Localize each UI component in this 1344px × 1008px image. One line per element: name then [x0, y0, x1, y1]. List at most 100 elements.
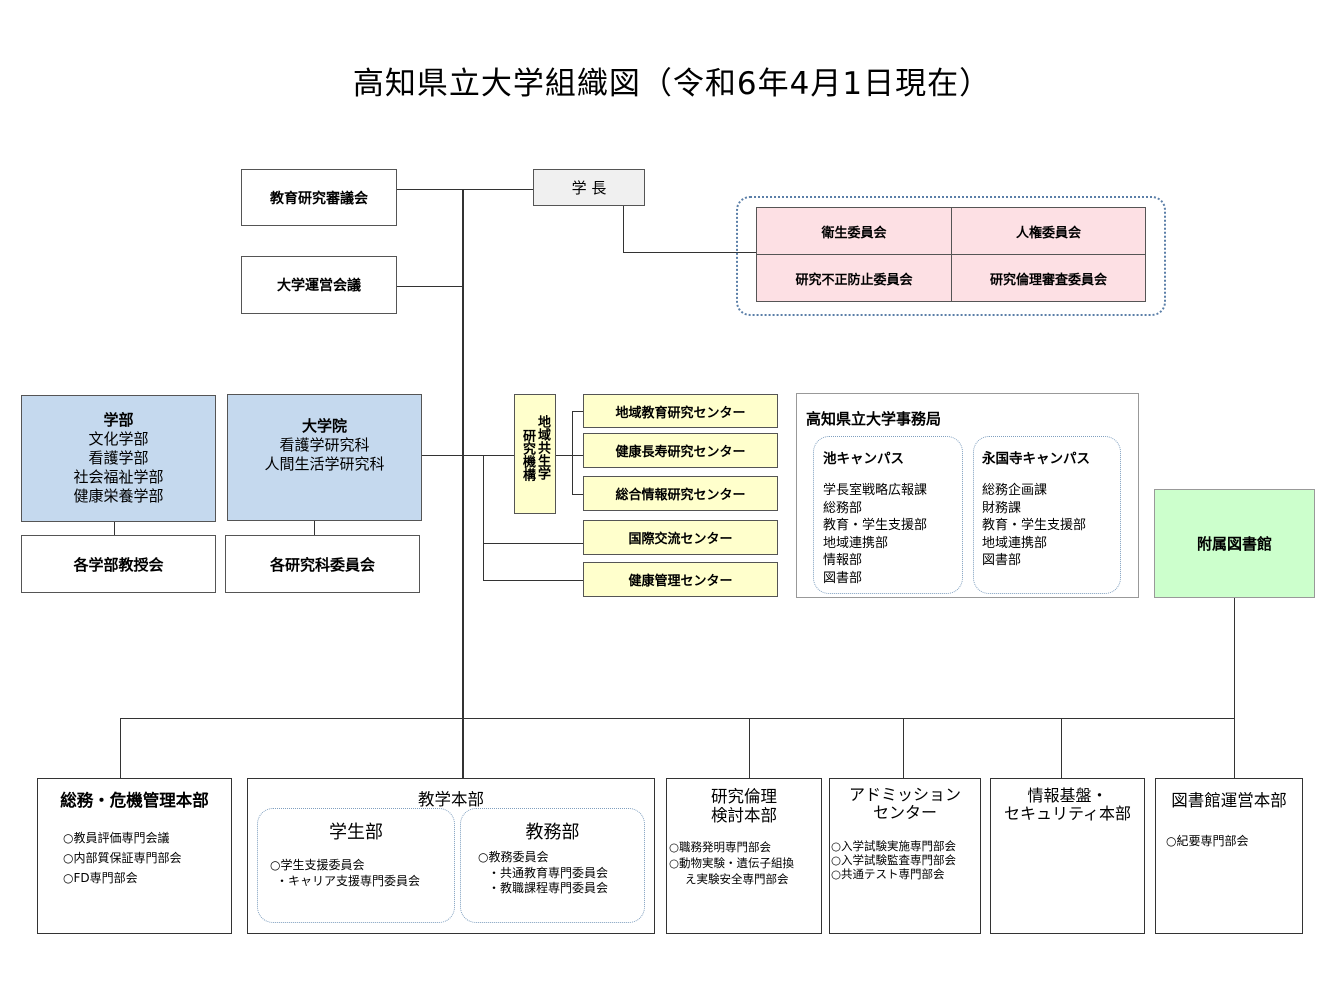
- page-title: 高知県立大学組織図（令和6年4月1日現在）: [352, 66, 992, 102]
- ike-campus-item: 図書部: [823, 570, 863, 586]
- connector-line: [749, 718, 750, 779]
- eikokuji-campus-item: 総務企画課: [982, 483, 1048, 498]
- faculty-council-label: 各学部教授会: [73, 555, 164, 574]
- human-rights-committee-label: 人権委員会: [1015, 225, 1081, 241]
- academic-affairs-title: 教務部: [525, 822, 580, 843]
- information-center-box: 総合情報研究センター: [583, 476, 778, 511]
- ike-campus-item: 総務部: [823, 500, 863, 516]
- admission-center-title: アドミッション センター: [829, 786, 981, 822]
- connector-line: [623, 252, 757, 253]
- ike-campus-title: 池キャンパス: [823, 451, 904, 467]
- office-title: 高知県立大学事務局: [806, 410, 942, 428]
- student-dept-title: 学生部: [329, 822, 383, 843]
- graduate-council-box: 各研究科委員会: [225, 535, 420, 593]
- graduate-box: 大学院 看護学研究科 人間生活学研究科: [227, 394, 422, 521]
- info-security-hq-title: 情報基盤・ セキュリティ本部: [990, 787, 1145, 823]
- eikokuji-campus-item: 地域連携部: [982, 535, 1048, 551]
- ethics-hq-item: ○動物実験・遺伝子組換: [669, 856, 795, 870]
- ike-campus-item: 情報部: [823, 553, 863, 568]
- ike-campus-item: 教育・学生支援部: [823, 518, 928, 533]
- academic-affairs-item: ・教職課程専門委員会: [488, 881, 609, 895]
- connector-line: [1234, 598, 1235, 779]
- graduate-header: 大学院: [301, 417, 347, 435]
- info-security-hq-title-line: 情報基盤・: [1027, 786, 1108, 805]
- academic-affairs-item: ・共通教育専門委員会: [488, 865, 609, 880]
- student-dept-group: [257, 808, 455, 923]
- academic-affairs-item: ○教務委員会: [478, 850, 549, 864]
- connector-line: [903, 718, 904, 779]
- longevity-center-box: 健康長寿研究センター: [583, 433, 778, 468]
- connector-line: [623, 206, 624, 253]
- connector-line: [396, 189, 534, 190]
- admission-center-item: ○入学試験監査専門部会: [831, 853, 957, 867]
- admission-center-item: ○入学試験実施専門部会: [831, 839, 957, 853]
- eikokuji-campus-list: 総務企画課 財務課 教育・学生支援部 地域連携部 図書部: [982, 482, 1086, 570]
- info-security-hq-box: [990, 778, 1145, 934]
- connector-line: [462, 190, 464, 778]
- student-dept-item: ○学生支援委員会: [270, 858, 365, 872]
- library-hq-title: 図書館運営本部: [1171, 791, 1287, 810]
- faculty-item: 看護学部: [88, 449, 149, 467]
- connector-line: [483, 455, 484, 581]
- library-box: 附属図書館: [1154, 489, 1315, 598]
- connector-line: [572, 411, 573, 495]
- eikokuji-campus-item: 図書部: [982, 553, 1022, 568]
- regional-education-center-box: 地域教育研究センター: [583, 394, 778, 428]
- eikokuji-campus-group: [973, 436, 1121, 594]
- ike-campus-item: 地域連携部: [823, 535, 889, 551]
- general-hq-title: 総務・危機管理本部: [60, 791, 209, 810]
- faculty-item: 社会福祉学部: [73, 468, 164, 486]
- academic-hq-title: 教学本部: [418, 790, 484, 809]
- research-org-label-1: 地域共生学: [535, 415, 550, 480]
- eikokuji-campus-title: 永国寺キャンパス: [982, 451, 1090, 467]
- admission-center-box: [829, 778, 981, 934]
- general-hq-list: ○教員評価専門会議 ○内部質保証専門部会 ○FD専門部会: [63, 828, 181, 888]
- faculty-item: 文化学部: [88, 430, 149, 448]
- graduate-council-label: 各研究科委員会: [269, 555, 375, 574]
- research-org-label-2: 研究機構: [520, 429, 535, 481]
- education-research-council-label: 教育研究審議会: [270, 190, 368, 207]
- general-hq-item: ○内部質保証専門部会: [63, 851, 182, 865]
- academic-affairs-list: ○教務委員会 ・共通教育専門委員会 ・教職課程専門委員会: [478, 850, 608, 897]
- general-hq-box: [37, 778, 232, 934]
- president-label: 学 長: [571, 179, 607, 197]
- hygiene-committee-label: 衛生委員会: [821, 225, 887, 241]
- regional-education-center-label: 地域教育研究センター: [615, 405, 746, 421]
- student-dept-item: ・キャリア支援専門委員会: [276, 874, 421, 888]
- connector-line: [314, 521, 315, 536]
- graduate-item: 人間生活学研究科: [264, 455, 385, 473]
- ethics-hq-list: ○職務発明専門部会 ○動物実験・遺伝子組換 え実験安全専門部会: [669, 839, 794, 887]
- ethics-hq-title-line: 研究倫理: [711, 787, 777, 806]
- ike-campus-list: 学長室戦略広報課 総務部 教育・学生支援部 地域連携部 情報部 図書部: [823, 482, 927, 587]
- faculty-council-box: 各学部教授会: [21, 535, 216, 593]
- ethics-committee-box: 研究倫理審査委員会: [951, 254, 1146, 302]
- connector-line: [1061, 718, 1062, 779]
- academic-affairs-group: [460, 808, 645, 923]
- management-council-box: 大学運営会議: [241, 256, 397, 314]
- graduate-item: 看護学研究科: [279, 436, 370, 454]
- info-security-hq-title-line: セキュリティ本部: [1003, 804, 1132, 823]
- connector-line: [572, 411, 584, 412]
- connector-line: [114, 521, 115, 536]
- connector-line: [421, 455, 515, 456]
- student-dept-list: ○学生支援委員会 ・キャリア支援専門委員会: [270, 857, 420, 889]
- committee-group: [736, 196, 1166, 316]
- academic-hq-box: [247, 778, 655, 934]
- general-hq-item: ○教員評価専門会議: [63, 831, 170, 845]
- library-label: 附属図書館: [1196, 535, 1272, 553]
- library-hq-list: ○紀要専門部会: [1166, 833, 1248, 849]
- connector-line: [555, 455, 583, 456]
- ethics-hq-item: ○職務発明専門部会: [669, 840, 772, 854]
- connector-line: [120, 718, 121, 779]
- connector-line: [396, 286, 463, 287]
- health-center-box: 健康管理センター: [583, 562, 778, 597]
- ethics-hq-title-line: 検討本部: [711, 806, 777, 825]
- research-org-box: 地域共生学 研究機構: [514, 394, 556, 514]
- education-research-council-box: 教育研究審議会: [241, 169, 397, 226]
- admission-center-title-line: アドミッション: [848, 785, 961, 804]
- international-center-box: 国際交流センター: [583, 520, 778, 555]
- office-box: [796, 393, 1139, 598]
- information-center-label: 総合情報研究センター: [615, 488, 746, 503]
- admission-center-title-line: センター: [872, 803, 937, 822]
- faculties-box: 学部 文化学部 看護学部 社会福祉学部 健康栄養学部: [21, 395, 216, 522]
